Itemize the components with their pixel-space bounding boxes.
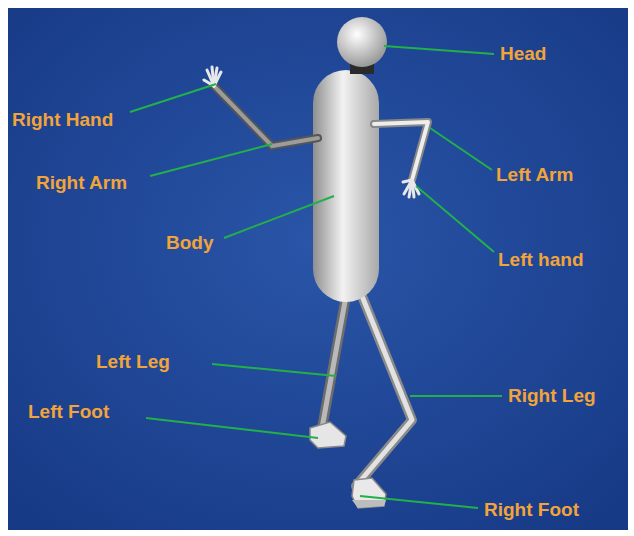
- part-label: Right Arm: [36, 171, 127, 195]
- part-label: Left Arm: [496, 163, 573, 187]
- part-label: Left hand: [498, 248, 584, 272]
- leader-lines: [130, 46, 502, 508]
- head-shape: [337, 17, 387, 67]
- part-label: Right Hand: [12, 108, 113, 132]
- left-arm-shape: [374, 122, 428, 180]
- left-hand-shape: [403, 180, 419, 197]
- part-label: Body: [166, 231, 214, 255]
- part-label: Right Foot: [484, 498, 579, 522]
- right-hand-shape: [204, 67, 221, 86]
- part-label: Left Foot: [28, 400, 109, 424]
- right-arm-shape: [214, 86, 318, 146]
- part-label: Left Leg: [96, 350, 170, 374]
- part-label: Head: [500, 42, 546, 66]
- body-shape: [313, 70, 379, 302]
- part-label: Right Leg: [508, 384, 596, 408]
- legs: [322, 296, 412, 486]
- feet: [310, 422, 386, 508]
- background: [8, 8, 628, 530]
